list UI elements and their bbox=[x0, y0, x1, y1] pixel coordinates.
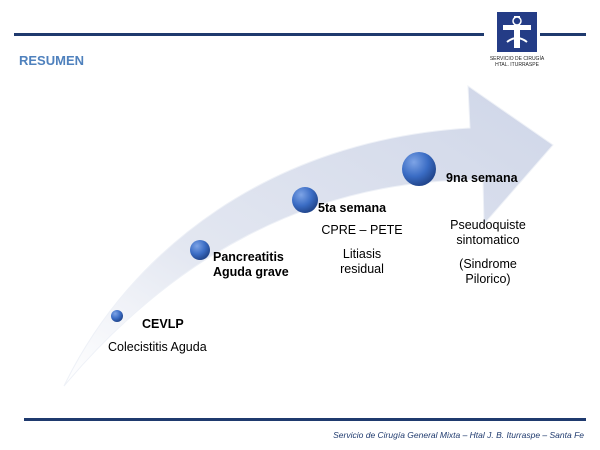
hospital-logo-icon bbox=[497, 12, 537, 52]
event-4-detail2: (Sindrome Pilorico) bbox=[440, 257, 536, 287]
section-title: RESUMEN bbox=[19, 53, 85, 68]
event-3-detail2-line1: Litiasis bbox=[342, 247, 382, 261]
event-4-detail-line1: Pseudoquiste bbox=[450, 218, 526, 232]
logo-caption-line2: HTAL. ITURRASPE bbox=[495, 62, 539, 68]
event-4-detail2-line1: (Sindrome bbox=[459, 257, 517, 271]
event-4-detail-line2: sintomatico bbox=[456, 233, 520, 247]
event-1-title: CEVLP bbox=[142, 317, 184, 331]
logo-caption-line1: SERVICIO DE CIRUGÍA bbox=[489, 56, 545, 62]
event-3-title: 5ta semana bbox=[318, 201, 387, 215]
event-1-detail: Colecistitis Aguda bbox=[108, 340, 207, 354]
event-4-detail: Pseudoquiste sintomatico bbox=[440, 218, 536, 248]
event-4-detail2-line2: Pilorico) bbox=[465, 272, 511, 286]
header-divider-line-right bbox=[540, 33, 586, 36]
timeline-node-1 bbox=[111, 310, 123, 322]
timeline-node-4 bbox=[402, 152, 436, 186]
timeline-node-2 bbox=[190, 240, 210, 260]
event-3-detail2: Litiasis residual bbox=[322, 247, 402, 277]
event-2-title: Pancreatitis Aguda grave bbox=[213, 250, 289, 280]
timeline-node-3 bbox=[292, 187, 318, 213]
header-divider-line bbox=[14, 33, 484, 36]
event-3-detail2-line2: residual bbox=[340, 262, 384, 276]
event-2-title-line2: Aguda grave bbox=[213, 265, 289, 279]
event-4-title: 9na semana bbox=[446, 171, 518, 185]
event-2-title-line1: Pancreatitis bbox=[213, 250, 284, 264]
footer-divider-line bbox=[24, 418, 586, 421]
logo-caption: SERVICIO DE CIRUGÍA HTAL. ITURRASPE bbox=[485, 56, 549, 68]
event-3-detail: CPRE – PETE bbox=[321, 223, 403, 237]
footer-text: Servicio de Cirugía General Mixta – Htal… bbox=[333, 430, 584, 440]
